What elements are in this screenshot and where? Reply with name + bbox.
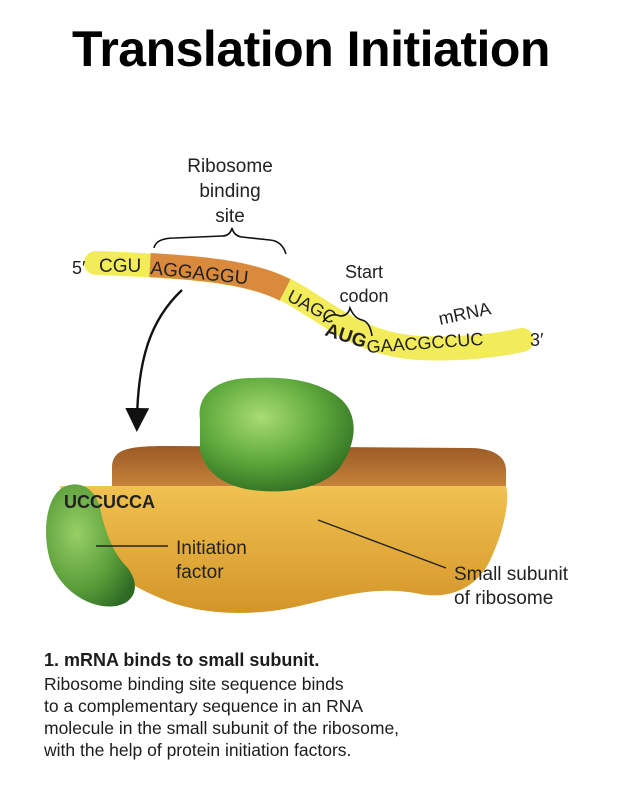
caption-line: with the help of protein initiation fact… [44,740,352,760]
mrna-name-label: mRNA [437,298,493,329]
caption: 1. mRNA binds to small subunit. Ribosome… [44,650,604,761]
three-prime-label: 3′ [530,330,544,350]
complement-seq-label: UCCUCCA [64,492,155,512]
caption-line: molecule in the small subunit of the rib… [44,718,400,738]
subunit-label-line2: of ribosome [454,588,553,609]
page-title: Translation Initiation [72,21,550,77]
subunit-label-line1: Small subunit [454,564,569,585]
start-codon-label-line2: codon [339,286,388,306]
factor-label-line2: factor [176,562,224,583]
mrna-seq-start: CGU [99,256,141,277]
caption-step-title: 1. mRNA binds to small subunit. [44,650,320,670]
binding-arrow [125,289,183,432]
start-codon-label-line1: Start [345,262,383,282]
five-prime-label: 5′ [72,258,86,278]
start-codon-brace [322,305,373,337]
rbs-label-line2: binding [199,181,260,202]
rbs-label-line3: site [215,206,245,227]
caption-line: to a complementary sequence in an RNA [44,696,364,716]
green-protein-blob [199,377,354,492]
rbs-brace [153,227,287,255]
initiation-factor-blob [46,484,135,607]
rbs-label-line1: Ribosome [187,156,273,177]
caption-line: Ribosome binding site sequence binds [44,674,344,694]
subunit-pointer-line [317,519,447,569]
factor-label-line1: Initiation [176,538,247,559]
